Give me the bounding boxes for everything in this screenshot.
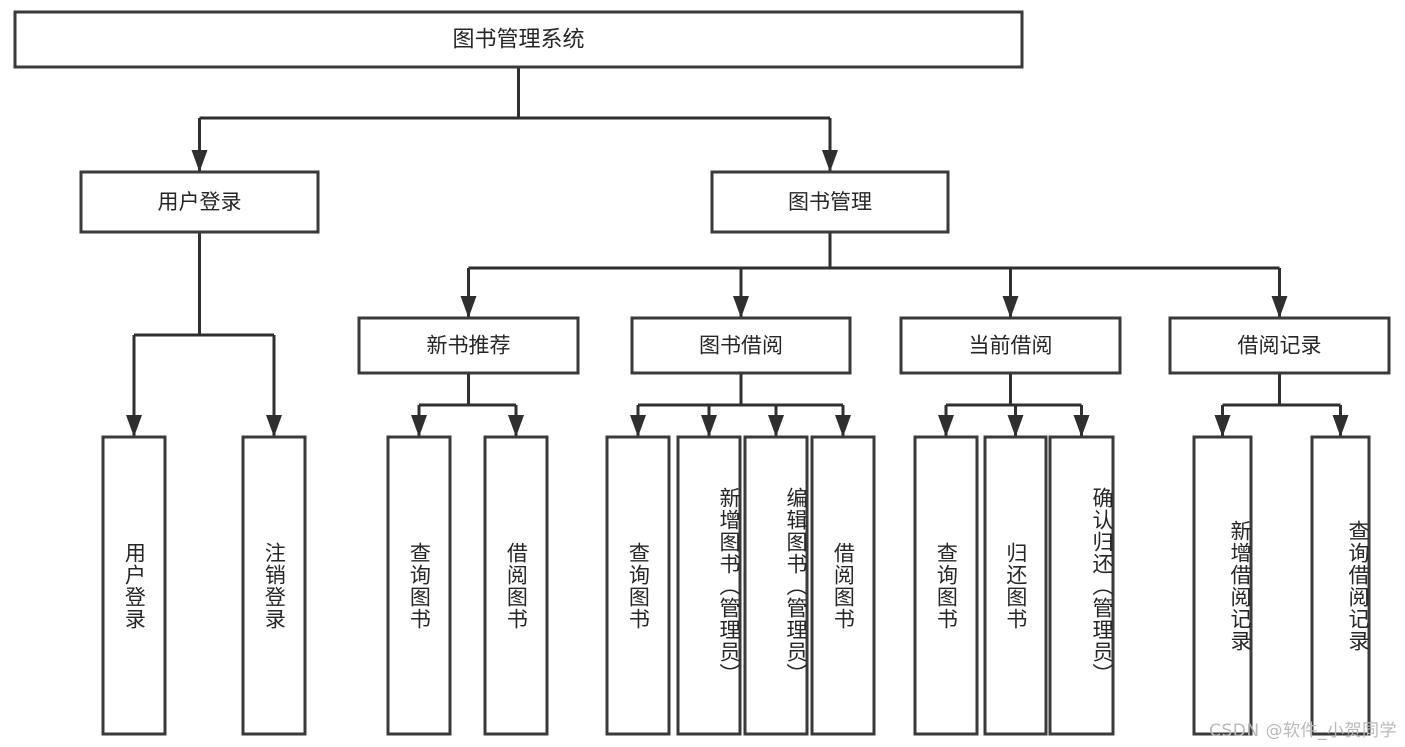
arrow-head-icon bbox=[822, 150, 838, 172]
arrow-head-icon bbox=[733, 296, 749, 318]
root-node-1[interactable] bbox=[13, 10, 1024, 69]
leaf-node-box[interactable] bbox=[1310, 435, 1371, 736]
arrow-head-icon bbox=[768, 415, 784, 437]
leaf-node-box[interactable] bbox=[676, 435, 742, 736]
root-node-box[interactable] bbox=[13, 10, 1024, 69]
leaf-node-box[interactable] bbox=[241, 435, 307, 736]
leaf-node-box[interactable] bbox=[913, 435, 979, 736]
leaf-node-6[interactable] bbox=[676, 435, 742, 736]
arrow-head-icon bbox=[508, 415, 524, 437]
leaf-node-10[interactable] bbox=[983, 435, 1048, 736]
leaf-node-13[interactable] bbox=[1310, 435, 1371, 736]
leaf-node-box[interactable] bbox=[1048, 435, 1115, 736]
watermark-text: CSDN @软件_小贺同学 bbox=[1209, 721, 1397, 741]
arrow-head-icon bbox=[1073, 415, 1090, 437]
leaf-node-12[interactable] bbox=[1192, 435, 1253, 736]
level3-node-box[interactable] bbox=[357, 316, 580, 375]
leaf-node-2[interactable] bbox=[241, 435, 307, 736]
level2-node-label: 图书管理 bbox=[788, 190, 872, 214]
arrow-head-icon bbox=[630, 415, 646, 437]
leaf-node-1[interactable] bbox=[101, 435, 167, 736]
leaf-node-4[interactable] bbox=[483, 435, 549, 736]
arrow-head-icon bbox=[1002, 296, 1019, 318]
arrow-head-icon bbox=[460, 296, 477, 318]
root-node-label: 图书管理系统 bbox=[452, 28, 584, 53]
arrow-head-icon bbox=[1007, 415, 1024, 437]
arrow-head-icon bbox=[938, 415, 954, 437]
leaf-node-box[interactable] bbox=[810, 435, 876, 736]
leaf-node-box[interactable] bbox=[101, 435, 167, 736]
leaf-node-5[interactable] bbox=[605, 435, 671, 736]
level2-node-2[interactable] bbox=[710, 170, 950, 234]
level3-node-4[interactable] bbox=[1168, 316, 1391, 375]
arrow-head-icon bbox=[701, 415, 717, 437]
connector-layer bbox=[126, 67, 1349, 437]
leaf-node-box[interactable] bbox=[743, 435, 809, 736]
level3-node-1[interactable] bbox=[357, 316, 580, 375]
level3-node-box[interactable] bbox=[1168, 316, 1391, 375]
leaf-node-box[interactable] bbox=[386, 435, 452, 736]
arrow-head-icon bbox=[191, 150, 208, 172]
arrow-head-icon bbox=[266, 415, 282, 437]
level3-node-2[interactable] bbox=[630, 316, 852, 375]
leaf-node-3[interactable] bbox=[386, 435, 452, 736]
level3-node-label: 借阅记录 bbox=[1238, 334, 1322, 358]
node-box-layer bbox=[13, 10, 1391, 736]
arrow-head-icon bbox=[1271, 296, 1288, 318]
leaf-node-box[interactable] bbox=[983, 435, 1048, 736]
leaf-node-box[interactable] bbox=[483, 435, 549, 736]
level3-node-box[interactable] bbox=[899, 316, 1122, 375]
arrow-head-icon bbox=[1214, 415, 1231, 437]
leaf-node-11[interactable] bbox=[1048, 435, 1115, 736]
leaf-node-box[interactable] bbox=[605, 435, 671, 736]
level3-node-label: 图书借阅 bbox=[699, 334, 783, 358]
level3-node-label: 新书推荐 bbox=[427, 334, 511, 358]
level2-node-1[interactable] bbox=[79, 170, 320, 234]
level2-node-box[interactable] bbox=[710, 170, 950, 234]
leaf-node-box[interactable] bbox=[1192, 435, 1253, 736]
arrow-head-icon bbox=[1332, 415, 1349, 437]
leaf-node-8[interactable] bbox=[810, 435, 876, 736]
level2-node-label: 用户登录 bbox=[158, 190, 242, 214]
arrow-head-icon bbox=[835, 415, 851, 437]
leaf-node-9[interactable] bbox=[913, 435, 979, 736]
level3-node-3[interactable] bbox=[899, 316, 1122, 375]
arrow-head-icon bbox=[411, 415, 427, 437]
level2-node-box[interactable] bbox=[79, 170, 320, 234]
level3-node-box[interactable] bbox=[630, 316, 852, 375]
leaf-node-7[interactable] bbox=[743, 435, 809, 736]
arrow-head-icon bbox=[126, 415, 142, 437]
level3-node-label: 当前借阅 bbox=[969, 334, 1053, 358]
